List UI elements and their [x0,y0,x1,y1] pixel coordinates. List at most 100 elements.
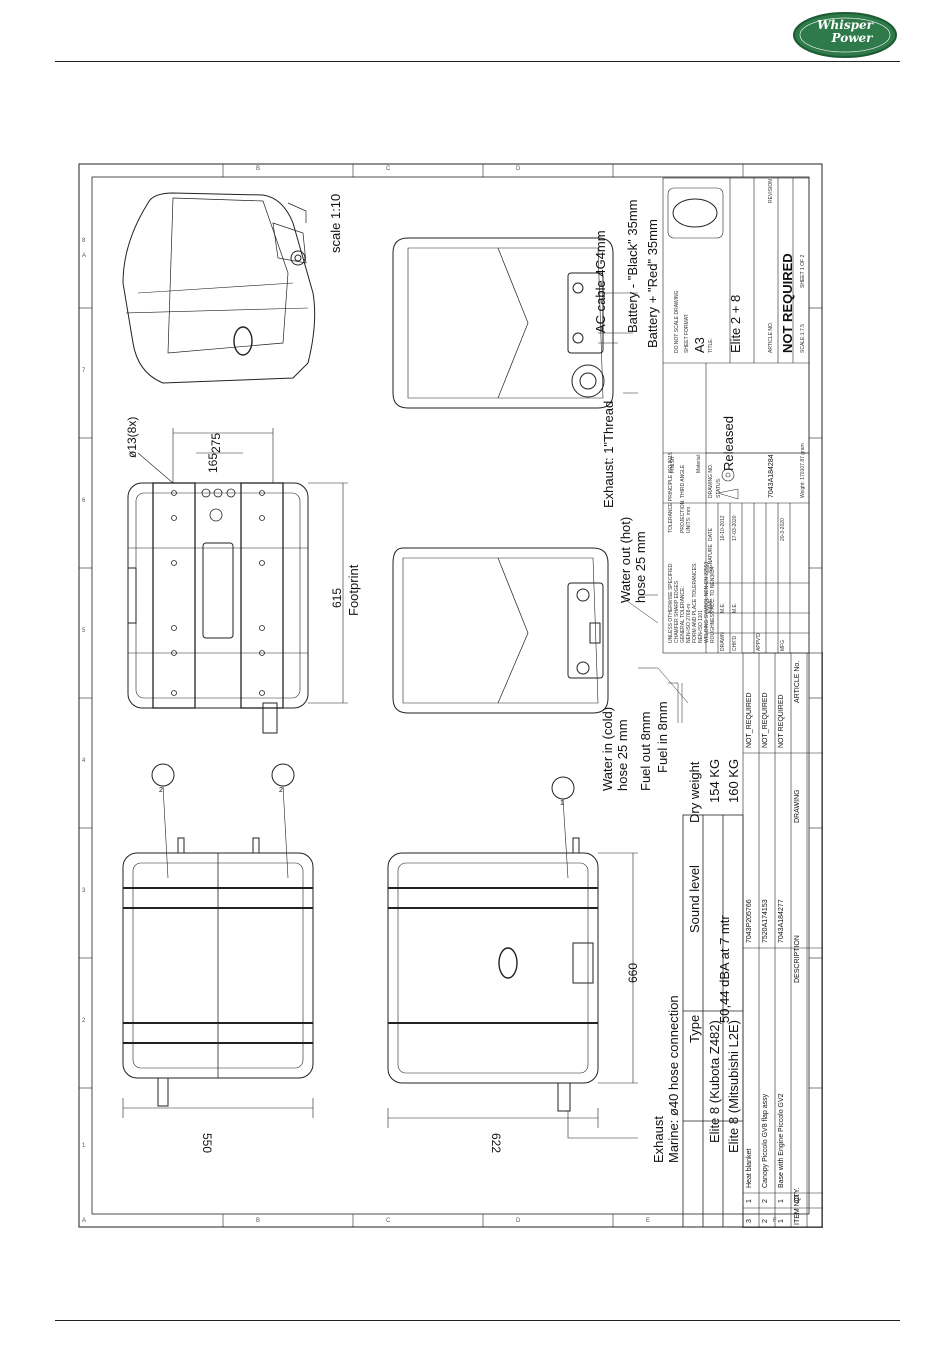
dim-660: 660 [626,962,640,983]
exhaust-label: Exhaust [651,1116,666,1163]
bom-row3-qty: 1 [746,1199,753,1203]
title-label: TITLE: [708,337,714,353]
water-out-hose-label: hose 25 mm [633,531,648,603]
bolt-hole-dim: ø13(8x) [125,416,139,458]
water-in-label: Water in (cold) [600,706,615,791]
spec-header-type: Type [687,1014,702,1043]
article-no-label: ARTICLE NO. [768,321,774,353]
zone-num-3: 3 [82,888,86,894]
dim-165: 165 [206,452,220,473]
exhaust-marine-label: Marine: ø40 hose connection [666,995,681,1163]
drawing-no-label: DRAWING NO. [708,463,714,498]
date-mfg: 20-3-2020 [780,518,786,541]
bom-row3-drawing: 7043P205766 [746,899,753,943]
drawn-label: DRAWN [720,632,726,651]
dim-622: 622 [489,1133,503,1154]
footprint-label: Footprint [346,564,361,616]
header-rule [55,61,900,62]
bom-header-qty: QTY. [794,1187,801,1203]
sheet-format-value: A3 [692,337,707,353]
scale-value: SCALE:1:7.5 [800,324,806,353]
bom-row1-item: 1 [778,1219,785,1223]
logo-wordmark: Whisper Power [805,19,885,49]
sheet-number: SHEET 1 OF 2 [800,254,806,288]
logo-line-1: Whisper [817,18,873,32]
drawing-linework [78,163,824,1229]
zone-num-8: 8 [82,238,86,244]
mfg-label: MFG [780,639,786,651]
spec-row2-type: Elite 8 (Mitsubishi L2E) [726,1020,741,1153]
zone-col-b-bottom: B [256,1218,261,1224]
spec-row1-weight: 154 KG [707,758,722,803]
bom-row1-desc: Base with Engine Piccolo GV2 [778,1093,785,1188]
rear-view [392,547,658,714]
do-not-scale: DO NOT SCALE DRAWING [674,290,680,353]
zone-col-d-bottom: D [516,1218,521,1224]
bom-row1-article: NOT REQUIRED [778,694,785,748]
date-header: DATE [708,528,714,541]
bom-row2-drawing: 7520A174153 [762,899,769,943]
title-block-grid [662,177,810,654]
zone-num-5: 5 [82,628,86,634]
zone-num-4: 4 [82,758,86,764]
side-view [387,776,638,1139]
fuel-out-label: Fuel out 8mm [638,711,653,791]
revision-label: REVISION [768,179,774,203]
bom-header-desc: DESCRIPTION [794,935,801,983]
dim-275: 275 [209,432,223,453]
front-view [127,428,348,734]
bom-row1-drawing: 7043A184277 [778,899,785,943]
spec-row1-type: Elite 8 (Kubota Z482) [707,1020,722,1143]
dim-615: 615 [330,587,344,608]
zone-num-6: 6 [82,498,86,504]
bom-header-drawing: DRAWING [794,789,801,823]
zone-col-c-bottom: C [386,1218,391,1224]
rear-view-right [392,237,614,409]
whisper-power-logo [793,12,897,58]
name-header: NAME [708,598,714,613]
bom-header-article: ARTICLE No. [794,660,801,703]
spec-row2-weight: 160 KG [726,758,741,803]
status-label: STATUS: [716,477,722,498]
zone-col-f-bottom: F [773,1218,777,1224]
zone-col-d-top: D [516,166,521,172]
finish-label: FINISH [670,456,676,473]
chkd-label: CHK'D [732,635,738,651]
water-in-hose-label: hose 25 mm [615,719,630,791]
bom-row2-qty: 2 [762,1199,769,1203]
sheet-format-label: SHEET FORMAT: [684,313,690,353]
zone-num-2: 2 [82,1018,86,1024]
bom-row2-article: NOT_REQUIRED [762,692,769,748]
balloon-2a: 2 [159,787,163,794]
chkd-name: M.E. [732,602,738,613]
bom-row3-article: NOT_REQUIRED [746,692,753,748]
top-view [122,763,314,1118]
appvd-label: APPV'D [756,633,762,651]
drawing-number: 7043A184284 [768,454,775,498]
battery-red-label: Battery + "Red" 35mm [645,219,660,348]
weight-label: Weight: 170107.87 gram [800,443,806,498]
bom-row3-item: 3 [746,1219,753,1223]
spec-header-weight: Dry weight [687,761,702,823]
zone-row-a-bottom: A [82,1218,87,1224]
bom-row1-qty: 1 [778,1199,785,1203]
battery-black-label: Battery - "Black" 35mm [625,199,640,334]
bom-row3-desc: Heat blanket [746,1148,753,1188]
ac-cable-label: AC cable 4G4mm [593,230,608,333]
spec-header-sound: Sound level [687,865,702,933]
balloon-2b: 2 [279,787,283,794]
status-value: Released [721,416,736,471]
isometric-view [122,192,316,384]
dim-550: 550 [200,1133,214,1154]
spec-row1-sound: 50,44 dBA at 7 mtr [717,915,732,1023]
bom-row2-desc: Canopy Piccolo GV8 flap assy [762,1093,769,1188]
exhaust-thread-label: Exhaust: 1"Thread [601,400,616,508]
drawn-name: M.E. [720,602,726,613]
signature-header: SIGNATURE [708,544,714,573]
date-drawn: 16-10-2012 [720,515,726,541]
bom-row2-item: 2 [762,1219,769,1223]
material-label: Material: [696,453,702,473]
zone-row-a-top: A [82,253,87,259]
footer-rule [55,1320,900,1321]
units-label: UNITS: mm [686,506,692,533]
